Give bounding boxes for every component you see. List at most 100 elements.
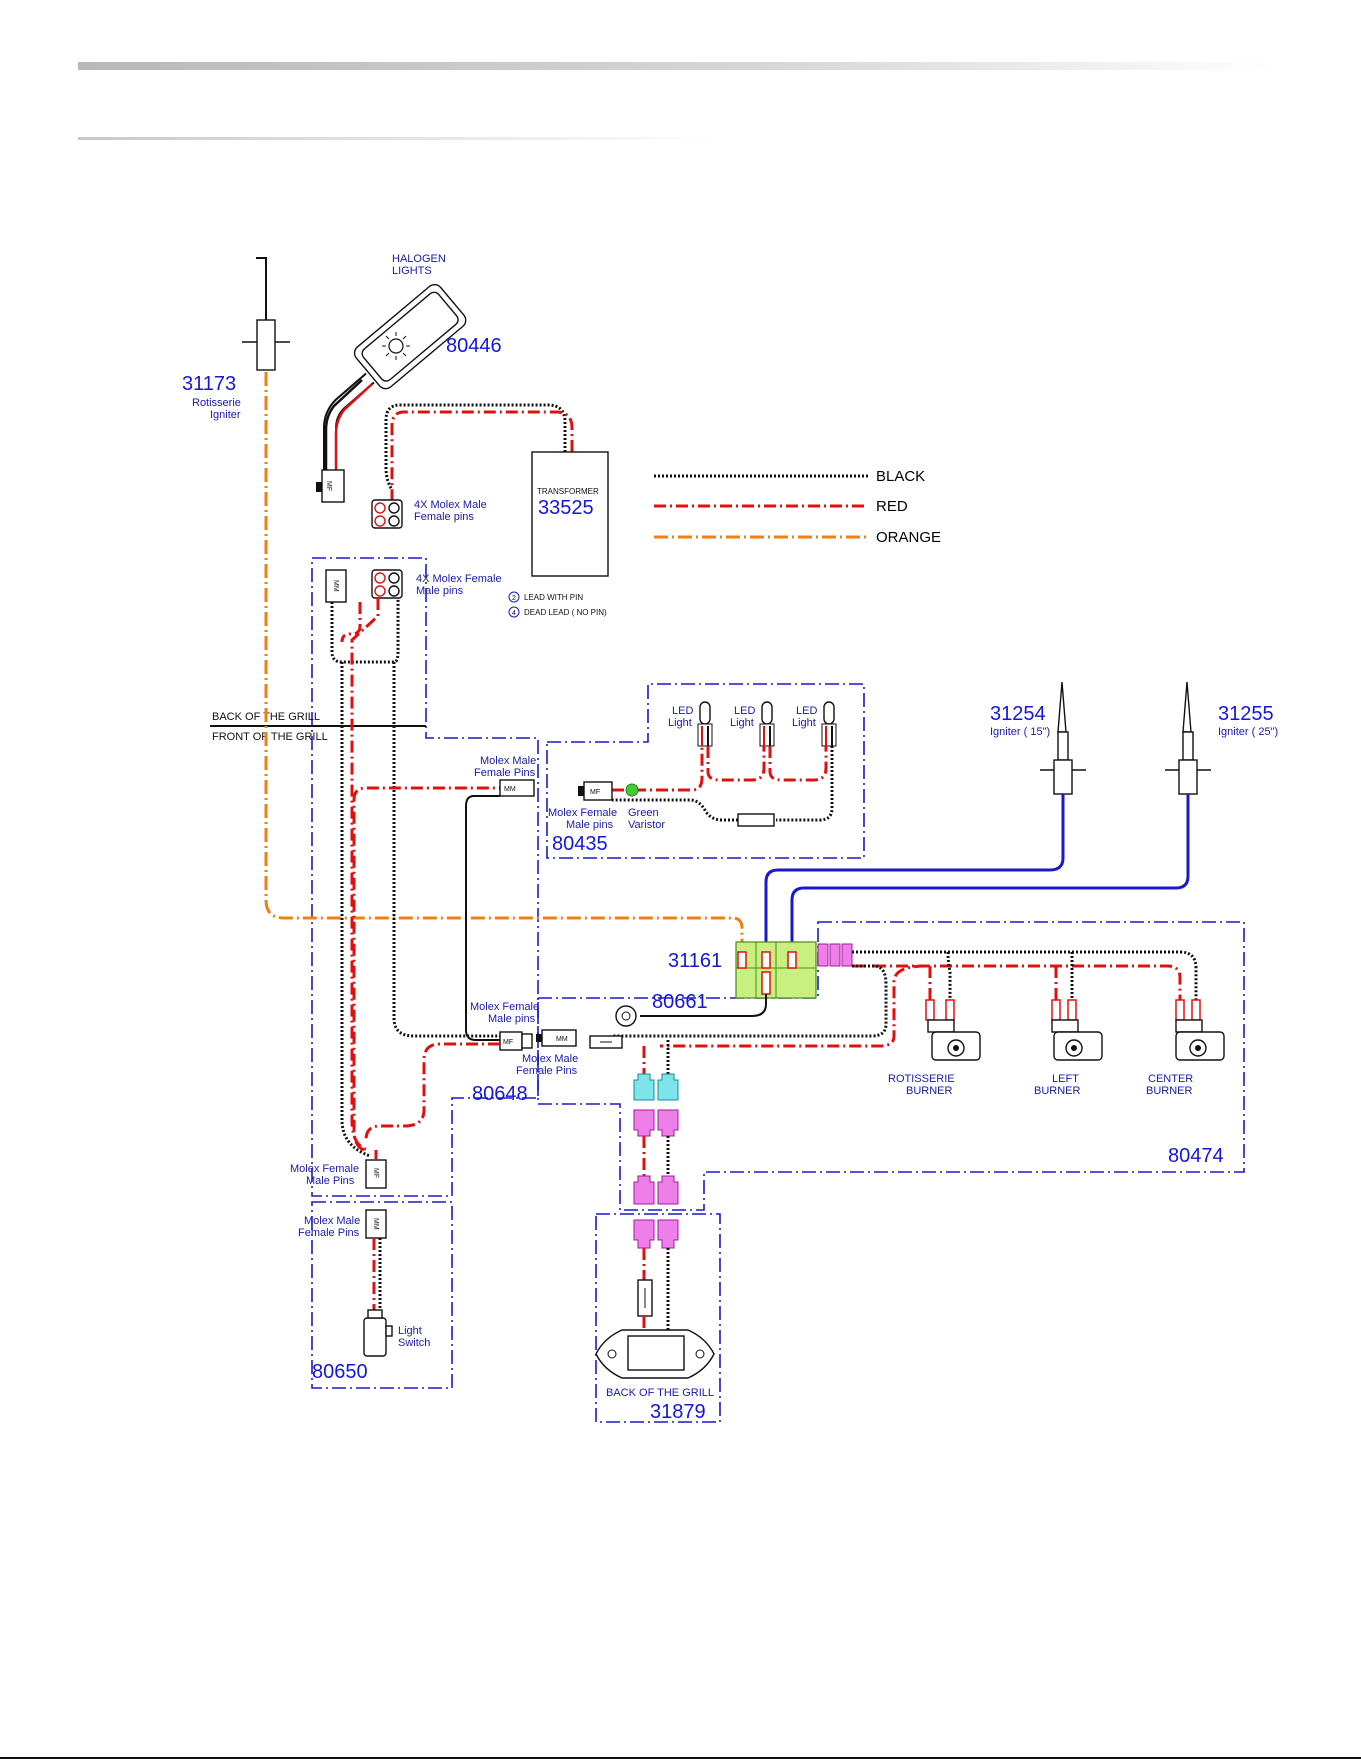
module-31161: 31161 xyxy=(668,941,853,999)
rotisserie-igniter-31173: 31173 Rotisserie Igniter xyxy=(182,257,290,421)
magenta-connectors-2 xyxy=(633,1175,679,1249)
svg-text:MM: MM xyxy=(556,1036,568,1043)
molex-mm-lower-label2: Female Pins xyxy=(516,1065,578,1077)
cyan-connectors xyxy=(633,1073,679,1101)
p31161-number: 31161 xyxy=(668,950,722,972)
harness-box-80474 xyxy=(537,921,1245,1211)
p33525-label: TRANSFORMER xyxy=(537,487,599,496)
legend-red: RED xyxy=(876,498,908,515)
magenta-connectors xyxy=(633,1109,679,1137)
molex-4x-female: 4X Molex Female Male pins xyxy=(371,569,502,599)
harness-red-main xyxy=(350,598,380,1152)
svg-text:2: 2 xyxy=(512,595,516,602)
rotisserie-burner: ROTISSERIE BURNER xyxy=(888,999,981,1097)
led-lights-80435: LED Light LED Light LED Light xyxy=(548,701,837,855)
svg-text:LEFT: LEFT xyxy=(1052,1073,1079,1085)
molex-4x-female-label1: 4X Molex Female xyxy=(416,573,502,585)
svg-text:4: 4 xyxy=(512,610,516,617)
p31254-number: 31254 xyxy=(990,703,1046,725)
led-light-2: LED Light xyxy=(730,701,775,747)
molex-mm-upper-label2: Female Pins xyxy=(474,767,536,779)
varistor-label1: Green xyxy=(628,807,659,819)
molex-mm-bottom-label2: Female Pins xyxy=(298,1227,360,1239)
harness-black-loop xyxy=(330,598,400,664)
legend-black: BLACK xyxy=(876,468,925,485)
igniter-31255: 31255 Igniter ( 25") xyxy=(790,681,1278,952)
molex-mf-bottom-label1: Molex Female xyxy=(290,1163,359,1175)
svg-text:MM: MM xyxy=(504,786,516,793)
harness-red-loop xyxy=(340,602,362,643)
p31879-label: BACK OF THE GRILL xyxy=(606,1387,714,1399)
molex-mm-upper: MM Molex Male Female Pins xyxy=(474,755,536,797)
orange-wire xyxy=(264,372,744,952)
svg-text:BURNER: BURNER xyxy=(906,1085,953,1097)
front-of-grill-label: FRONT OF THE GRILL xyxy=(212,731,328,743)
p31173-label1: Rotisserie xyxy=(192,397,241,409)
svg-text:BURNER: BURNER xyxy=(1146,1085,1193,1097)
svg-text:MF: MF xyxy=(372,1168,379,1178)
lead-with-pin: LEAD WITH PIN xyxy=(524,593,583,602)
molex-mm-lower-label1: Molex Male xyxy=(522,1053,578,1065)
upper-mm-black xyxy=(465,795,500,1041)
svg-text:MF: MF xyxy=(590,789,600,796)
burner-black-bus xyxy=(852,950,1198,1000)
led-light-3: LED Light xyxy=(792,701,837,747)
light-switch: Light Switch xyxy=(363,1309,430,1357)
lower-red-loop xyxy=(364,1042,500,1141)
molex-mm-bottom: MM Molex Male Female Pins xyxy=(298,1209,387,1239)
svg-text:BURNER: BURNER xyxy=(1034,1085,1081,1097)
harness-box-80435 xyxy=(546,683,865,859)
light-switch-label2: Switch xyxy=(398,1337,430,1349)
halogen-lights-80446: HALOGEN LIGHTS 80446 MF xyxy=(316,253,502,503)
svg-text:MM: MM xyxy=(372,1218,379,1230)
molex-mm-bottom-label1: Molex Male xyxy=(304,1215,360,1227)
harness-black-main xyxy=(340,662,371,1158)
led-molex-label1: Molex Female xyxy=(548,807,617,819)
ground-wire-80661: 80661 xyxy=(615,991,767,1027)
harness-red-to-mm xyxy=(352,786,500,1152)
left-burner: LEFT BURNER xyxy=(1034,999,1103,1097)
molex-4x-male: 4X Molex Male Female pins xyxy=(371,499,487,529)
burner-black-return xyxy=(612,964,888,1038)
molex-mf-lower-label2: Male pins xyxy=(488,1013,536,1025)
legend-orange: ORANGE xyxy=(876,529,941,546)
p80650-number: 80650 xyxy=(312,1361,368,1383)
p33525-number: 33525 xyxy=(538,497,594,519)
p31255-number: 31255 xyxy=(1218,703,1274,725)
svg-text:CENTER: CENTER xyxy=(1148,1073,1193,1085)
harness-box-80650 xyxy=(311,1201,453,1389)
svg-text:Light: Light xyxy=(668,717,692,729)
led-molex-label2: Male pins xyxy=(566,819,614,831)
pin-notes: 2 LEAD WITH PIN 4 DEAD LEAD ( NO PIN) xyxy=(508,591,607,618)
ignition-module-31879: BACK OF THE GRILL 31879 xyxy=(595,1329,715,1423)
molex-4x-male-label1: 4X Molex Male xyxy=(414,499,487,511)
p31254-label: Igniter ( 15") xyxy=(990,726,1050,738)
svg-text:LED: LED xyxy=(796,705,817,717)
igniter-31254: 31254 Igniter ( 15") xyxy=(764,681,1086,952)
molex-mm-lower: MM Molex Male Female Pins xyxy=(516,1029,578,1077)
svg-text:Light: Light xyxy=(730,717,754,729)
p80446-number: 80446 xyxy=(446,335,502,357)
header-rule xyxy=(78,137,728,140)
varistor-label2: Varistor xyxy=(628,819,665,831)
mm-connector-top: MM xyxy=(325,569,347,603)
harness-box-31879 xyxy=(595,1213,721,1423)
p80446-label1: HALOGEN xyxy=(392,253,446,265)
molex-mf-lower-label1: Molex Female xyxy=(470,1001,539,1013)
svg-text:ROTISSERIE: ROTISSERIE xyxy=(888,1073,955,1085)
svg-text:MM: MM xyxy=(332,580,339,592)
svg-text:MF: MF xyxy=(325,481,332,491)
green-varistor xyxy=(625,783,639,797)
molex-4x-female-label2: Male pins xyxy=(416,585,464,597)
p80648-number: 80648 xyxy=(472,1083,528,1105)
header-bar xyxy=(78,62,1278,70)
p80661-number: 80661 xyxy=(652,991,708,1013)
svg-text:Light: Light xyxy=(792,717,816,729)
molex-mf-bottom: MF Molex Female Male Pins xyxy=(290,1159,387,1189)
svg-text:MF: MF xyxy=(503,1039,513,1046)
svg-text:LED: LED xyxy=(734,705,755,717)
p31173-label2: Igniter xyxy=(210,409,241,421)
transformer-red-wire xyxy=(390,410,574,500)
svg-text:LED: LED xyxy=(672,705,693,717)
